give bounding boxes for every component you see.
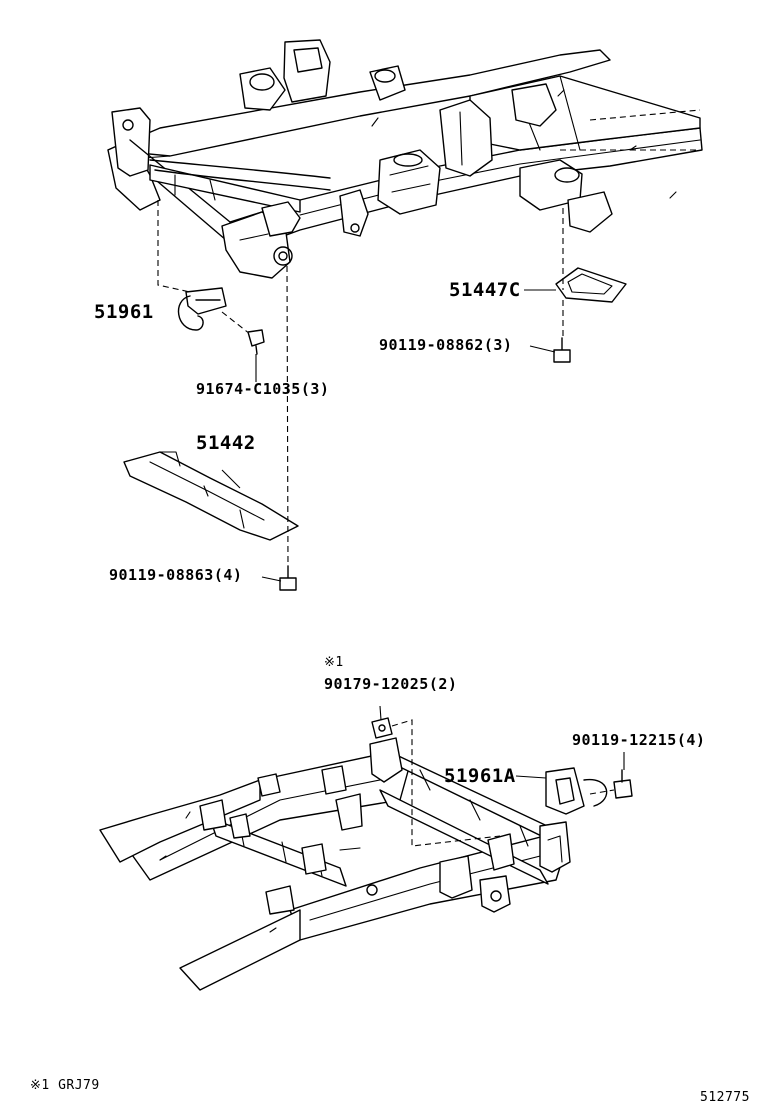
footnote-text: GRJ79 bbox=[58, 1078, 100, 1093]
part-90179-nut bbox=[371, 705, 501, 847]
callout-90179-12025: 90179-12025(2) bbox=[324, 675, 458, 693]
lower-frame-assembly bbox=[99, 737, 571, 991]
callout-51961: 51961 bbox=[94, 301, 154, 323]
upper-frame-assembly bbox=[107, 39, 703, 279]
diagram-number: 512775 bbox=[700, 1090, 750, 1105]
callout-note-mark: ※1 bbox=[324, 655, 344, 670]
part-91674-bolt bbox=[221, 311, 265, 382]
callout-51447c: 51447C bbox=[449, 279, 521, 301]
part-90119-08863-bolt bbox=[261, 265, 297, 591]
callout-51961a: 51961A bbox=[444, 765, 516, 787]
part-51961a-bracket bbox=[515, 767, 608, 815]
footnote: ※1 GRJ79 bbox=[30, 1078, 100, 1093]
part-51442-skid-plate bbox=[123, 451, 299, 541]
part-90119-12215-bolt bbox=[589, 752, 633, 799]
callout-90119-08863: 90119-08863(4) bbox=[109, 566, 243, 584]
callout-90119-12215: 90119-12215(4) bbox=[572, 731, 706, 749]
footnote-mark: ※1 bbox=[30, 1078, 50, 1093]
part-51447c-plate bbox=[524, 208, 627, 303]
part-51961-clip bbox=[157, 200, 227, 331]
part-90119-08862-bolt bbox=[529, 300, 571, 363]
callout-51442: 51442 bbox=[196, 432, 256, 454]
callout-90119-08862: 90119-08862(3) bbox=[379, 336, 513, 354]
callout-91674-c1035: 91674-C1035(3) bbox=[196, 380, 330, 398]
